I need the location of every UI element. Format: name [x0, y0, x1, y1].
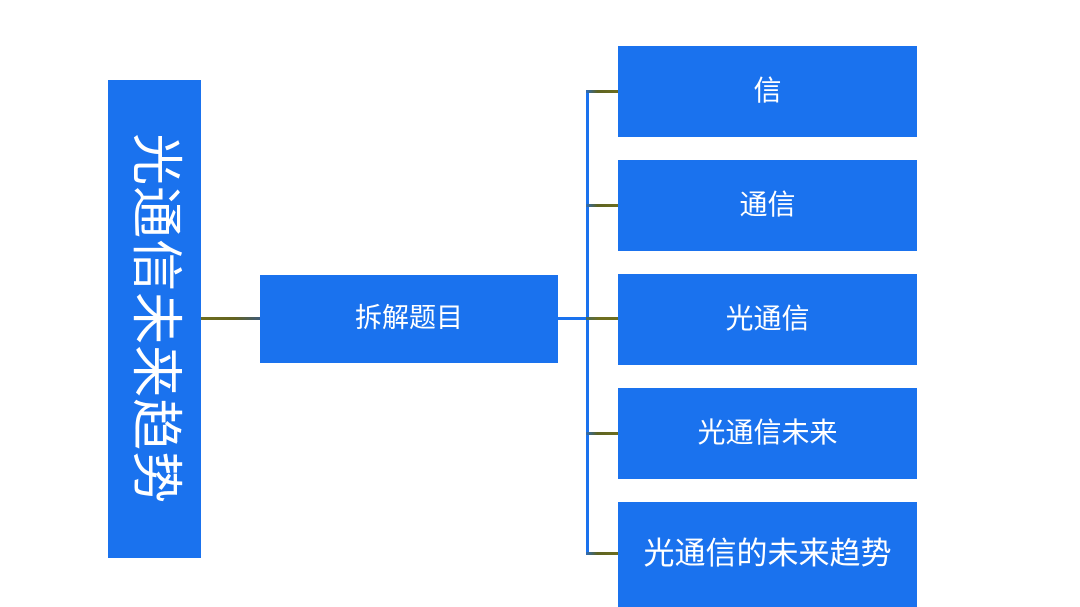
node-leaf-1-label: 通信 [739, 189, 796, 221]
connector-root-to-branch [201, 317, 261, 320]
connector-vertical-trunk [586, 91, 589, 554]
node-leaf-3[interactable]: 光通信未来 [618, 388, 917, 479]
node-leaf-0-label: 信 [753, 75, 782, 107]
connector-stub-leaf-3 [586, 432, 619, 435]
node-branch-label: 拆解题目 [355, 303, 463, 334]
connector-branch-to-trunk [557, 317, 589, 320]
connector-stub-leaf-0 [586, 90, 619, 93]
connector-stub-leaf-4 [586, 552, 619, 555]
node-leaf-3-label: 光通信未来 [697, 417, 838, 449]
node-leaf-2-label: 光通信 [725, 303, 810, 335]
node-branch-decompose[interactable]: 拆解题目 [260, 275, 558, 363]
node-leaf-0[interactable]: 信 [618, 46, 917, 137]
node-leaf-4[interactable]: 光通信的未来趋势 [618, 502, 917, 607]
connector-stub-leaf-2 [586, 317, 619, 320]
node-root-label: 光通信未来趋势 [126, 133, 185, 505]
connector-stub-leaf-1 [586, 204, 619, 207]
node-leaf-4-label: 光通信的未来趋势 [643, 536, 892, 572]
node-leaf-1[interactable]: 通信 [618, 160, 917, 251]
node-leaf-2[interactable]: 光通信 [618, 274, 917, 365]
node-root[interactable]: 光通信未来趋势 [108, 80, 201, 558]
